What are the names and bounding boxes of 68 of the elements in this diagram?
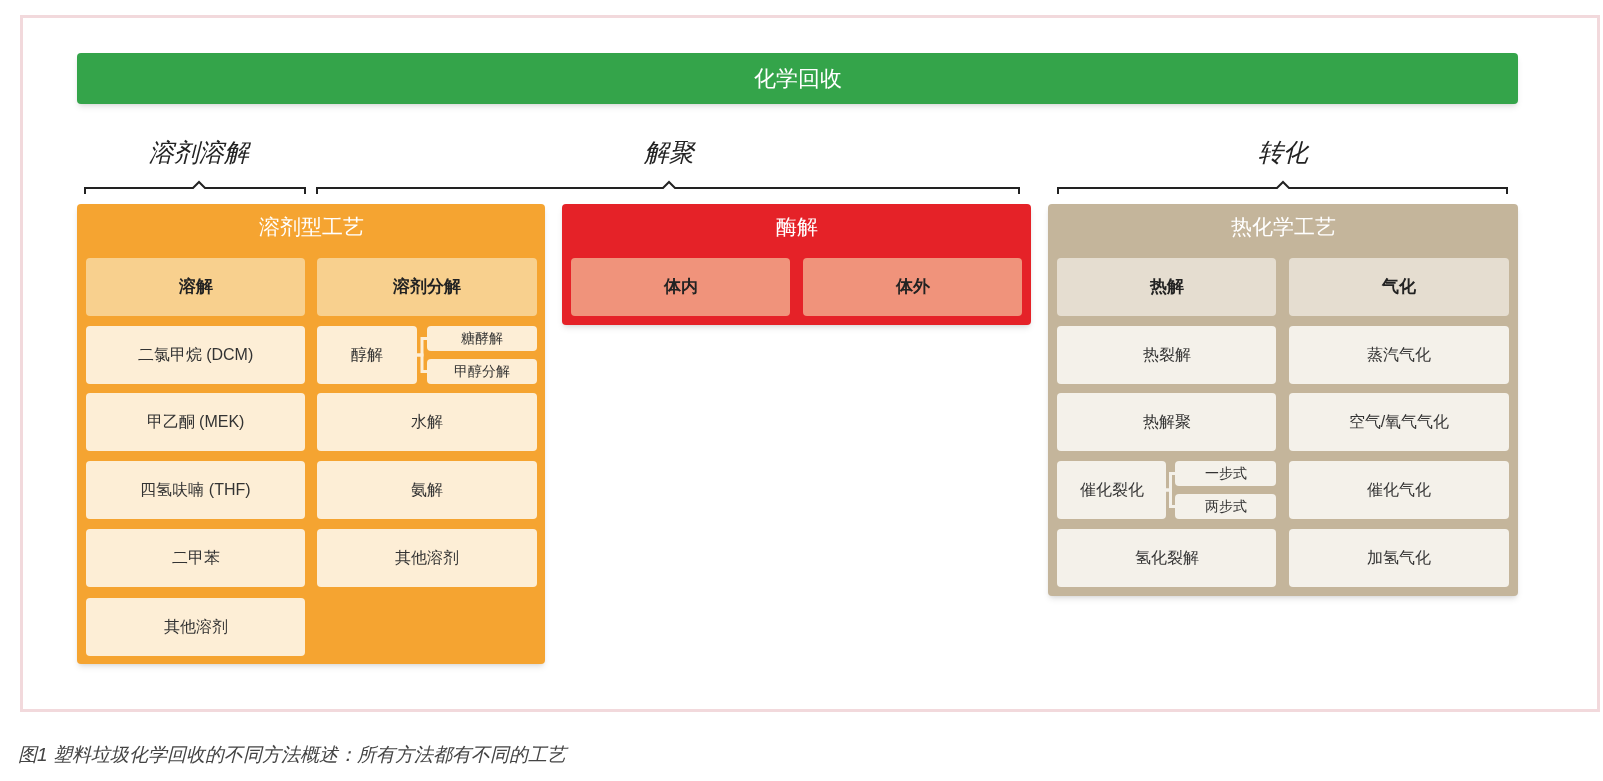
sub-method-box bbox=[427, 359, 537, 384]
method-box bbox=[1289, 529, 1509, 587]
method-box bbox=[571, 258, 790, 316]
method-label: 两步式 bbox=[1204, 497, 1247, 516]
method-label: 醇解 bbox=[351, 345, 383, 365]
method-label: 蒸汽气化 bbox=[1367, 345, 1431, 365]
method-box bbox=[317, 326, 417, 384]
method-label: 溶剂分解 bbox=[393, 276, 461, 298]
method-box bbox=[1289, 461, 1509, 519]
column-header bbox=[317, 258, 537, 316]
method-label: 甲醇分解 bbox=[454, 362, 510, 381]
method-label: 甲乙酮 (MEK) bbox=[146, 412, 245, 432]
method-label: 氢化裂解 bbox=[1134, 548, 1199, 568]
method-label: 催化裂化 bbox=[1079, 480, 1144, 500]
group-heading: 转化 bbox=[1257, 137, 1310, 168]
method-label: 热解 bbox=[1149, 276, 1184, 298]
method-box bbox=[86, 326, 305, 384]
method-box bbox=[86, 529, 305, 587]
method-label: 体外 bbox=[895, 276, 930, 298]
group-heading: 解聚 bbox=[643, 137, 697, 168]
column-header bbox=[1289, 258, 1509, 316]
method-box bbox=[317, 529, 537, 587]
method-box bbox=[1289, 393, 1509, 451]
method-label: 其他溶剂 bbox=[395, 548, 459, 568]
connector-line bbox=[1166, 488, 1175, 508]
method-label: 加氢气化 bbox=[1367, 548, 1431, 568]
column-header bbox=[86, 258, 305, 316]
sub-method-box bbox=[1175, 494, 1276, 519]
sub-method-box bbox=[1175, 461, 1276, 486]
sub-method-box bbox=[427, 326, 537, 351]
method-box bbox=[86, 461, 305, 519]
method-box bbox=[317, 393, 537, 451]
connector-line bbox=[417, 353, 427, 373]
method-label: 四氢呋喃 (THF) bbox=[140, 480, 251, 500]
group-heading: 溶剂溶解 bbox=[148, 137, 252, 168]
method-label: 氨解 bbox=[411, 480, 443, 500]
method-label: 热裂解 bbox=[1142, 345, 1191, 365]
method-box bbox=[86, 393, 305, 451]
group-title: 热化学工艺 bbox=[1230, 214, 1336, 240]
method-box bbox=[1057, 393, 1276, 451]
method-label: 水解 bbox=[411, 412, 443, 432]
method-box bbox=[1289, 326, 1509, 384]
method-label: 一步式 bbox=[1204, 464, 1247, 483]
method-label: 催化气化 bbox=[1367, 480, 1431, 500]
method-label: 热解聚 bbox=[1142, 412, 1191, 432]
method-label: 糖酵解 bbox=[461, 329, 503, 348]
group-title: 酶解 bbox=[775, 214, 818, 240]
method-box bbox=[1057, 529, 1276, 587]
method-label: 其他溶剂 bbox=[163, 617, 228, 637]
method-label: 气化 bbox=[1382, 276, 1416, 298]
method-box bbox=[803, 258, 1022, 316]
group-title: 溶剂型工艺 bbox=[258, 214, 364, 240]
method-box bbox=[1057, 461, 1166, 519]
group-panel bbox=[1048, 204, 1518, 596]
group-title: 化学回收 bbox=[753, 64, 842, 93]
method-label: 二甲苯 bbox=[171, 548, 220, 568]
method-label: 二氯甲烷 (DCM) bbox=[137, 345, 254, 365]
method-label: 空气/氧气气化 bbox=[1348, 412, 1450, 432]
method-box bbox=[317, 461, 537, 519]
column-header bbox=[1057, 258, 1276, 316]
method-label: 溶解 bbox=[178, 276, 213, 298]
method-box bbox=[1057, 326, 1276, 384]
group-panel bbox=[562, 204, 1031, 325]
connector-line bbox=[1166, 472, 1175, 492]
method-label: 体内 bbox=[663, 276, 698, 298]
category-banner bbox=[77, 53, 1518, 104]
group-panel bbox=[77, 204, 545, 664]
method-box bbox=[86, 598, 305, 656]
